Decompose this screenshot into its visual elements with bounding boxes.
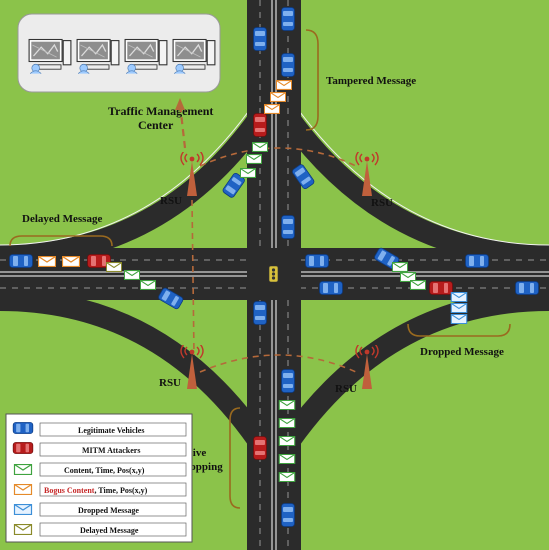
legend-item-content: Content, Time, Pos(x,y): [13, 462, 187, 477]
legitimate-vehicle: [318, 281, 344, 295]
olive-envelope-icon: [13, 524, 33, 535]
tampered-message-label: Tampered Message: [326, 75, 416, 87]
delayed-message-icon: [106, 262, 122, 272]
mitm-attacker-vehicle: [253, 112, 267, 138]
bogus-message-icon: [270, 92, 286, 102]
up-arrow-icon: [175, 98, 185, 110]
rsu-label-tr: RSU: [371, 197, 393, 209]
message-icon: [140, 280, 156, 290]
bogus-rest-text: , Time, Pos(x,y): [94, 486, 147, 495]
bogus-message-icon: [264, 104, 280, 114]
legend-item-legitimate: Legitimate Vehicles: [12, 422, 187, 437]
legend-text: Delayed Message: [80, 526, 139, 535]
legitimate-vehicle: [281, 214, 295, 240]
message-icon: [252, 142, 268, 152]
legend-item-delayed: Delayed Message: [13, 522, 187, 537]
dropped-message-icon: [450, 292, 468, 302]
dropped-message-icon: [450, 314, 468, 324]
dropped-message-label: Dropped Message: [420, 346, 504, 358]
legend-item-bogus: Bogus Content, Time, Pos(x,y): [13, 482, 187, 497]
message-icon: [410, 280, 426, 290]
mitm-attacker-vehicle: [428, 281, 454, 295]
message-icon: [278, 454, 296, 464]
legend-item-mitm: MITM Attackers: [12, 442, 187, 457]
legitimate-vehicle: [464, 254, 490, 268]
legitimate-vehicle: [304, 254, 330, 268]
legend-text: Content, Time, Pos(x,y): [64, 466, 145, 475]
message-icon: [278, 436, 296, 446]
legitimate-vehicle: [281, 6, 295, 32]
orange-envelope-icon: [13, 484, 33, 495]
message-icon: [278, 418, 296, 428]
rsu-links: [191, 147, 357, 373]
legitimate-vehicle: [253, 26, 267, 52]
tmc-label-line2: Center: [138, 118, 174, 132]
rsu-label-br: RSU: [335, 383, 357, 395]
blue-car-icon: [12, 422, 34, 434]
message-icon: [392, 262, 408, 272]
legend-text: Legitimate Vehicles: [78, 426, 144, 435]
legitimate-vehicle: [514, 281, 540, 295]
legend-text: Dropped Message: [78, 506, 139, 515]
legend-item-dropped: Dropped Message: [13, 502, 187, 517]
legend: Legitimate Vehicles MITM Attackers Conte…: [5, 413, 193, 543]
rsu-label-bl: RSU: [159, 377, 181, 389]
tmc-link: [178, 103, 187, 149]
legitimate-vehicle: [281, 52, 295, 78]
green-envelope-icon: [13, 464, 33, 475]
rsu-label-tl: RSU: [160, 195, 182, 207]
tmc-label-line1: Traffic Management: [108, 104, 213, 118]
message-icon: [278, 472, 296, 482]
legitimate-vehicle: [8, 254, 34, 268]
curved-ramp-edges: [0, 111, 549, 246]
message-icon: [246, 154, 262, 164]
legitimate-vehicle: [281, 368, 295, 394]
bogus-message-icon: [276, 80, 292, 90]
bogus-message-icon: [62, 256, 80, 267]
message-icon: [124, 270, 140, 280]
message-icon: [278, 400, 296, 410]
traffic-management-center: [17, 13, 221, 93]
brackets: [9, 29, 511, 509]
blue-envelope-icon: [13, 504, 33, 515]
mitm-attacker-vehicle: [253, 435, 267, 461]
legitimate-vehicle: [281, 502, 295, 528]
legitimate-vehicle: [253, 300, 267, 326]
legend-text: MITM Attackers: [82, 446, 140, 455]
dropped-message-icon: [450, 303, 468, 313]
red-car-icon: [12, 442, 34, 454]
message-icon: [240, 168, 256, 178]
bogus-message-icon: [38, 256, 56, 267]
legend-text: Bogus Content, Time, Pos(x,y): [44, 486, 148, 495]
bogus-content-text: Bogus Content: [44, 486, 95, 495]
delayed-message-label: Delayed Message: [22, 213, 102, 225]
